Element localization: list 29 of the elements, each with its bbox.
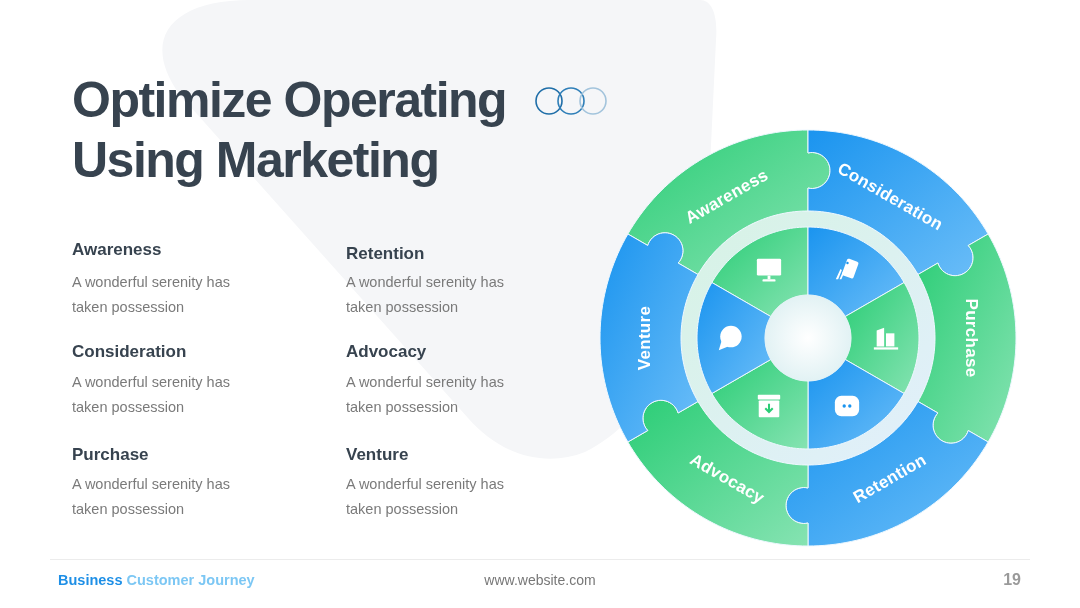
description: A wonderful serenity has taken possession [346,475,505,519]
heading: Advocacy [346,342,427,362]
pie-wedge [696,281,772,395]
puzzle-segment [599,231,700,443]
puzzle-segment [785,400,990,547]
puzzle-segment [626,399,809,547]
pie-wedge [710,226,809,318]
segment-label: Purchase [961,298,981,378]
description: A wonderful serenity has taken possession [346,273,505,317]
heading: Purchase [72,445,149,465]
heading: Venture [346,445,409,465]
heading: Retention [346,244,425,264]
pie-wedge [844,281,920,395]
pie-wedge [710,358,809,450]
puzzle-segment [626,129,831,276]
footer-title: Business Customer Journey [58,571,255,589]
page-number: 19 [1003,570,1021,589]
puzzle-segment [807,129,990,277]
description: A wonderful serenity has taken possession [72,373,231,417]
pie-wedge [807,358,906,450]
description: A wonderful serenity has taken possession [346,373,505,417]
title: Optimize Operating Using Marketing [72,71,508,190]
description: A wonderful serenity has taken possession [72,273,231,317]
puzzle-segment [916,233,1017,445]
segment-label: Venture [635,305,655,371]
website-address: www.website.com [484,571,596,589]
heading: Awareness [72,240,162,260]
heading: Consideration [72,342,187,362]
description: A wonderful serenity has taken possession [72,475,231,519]
